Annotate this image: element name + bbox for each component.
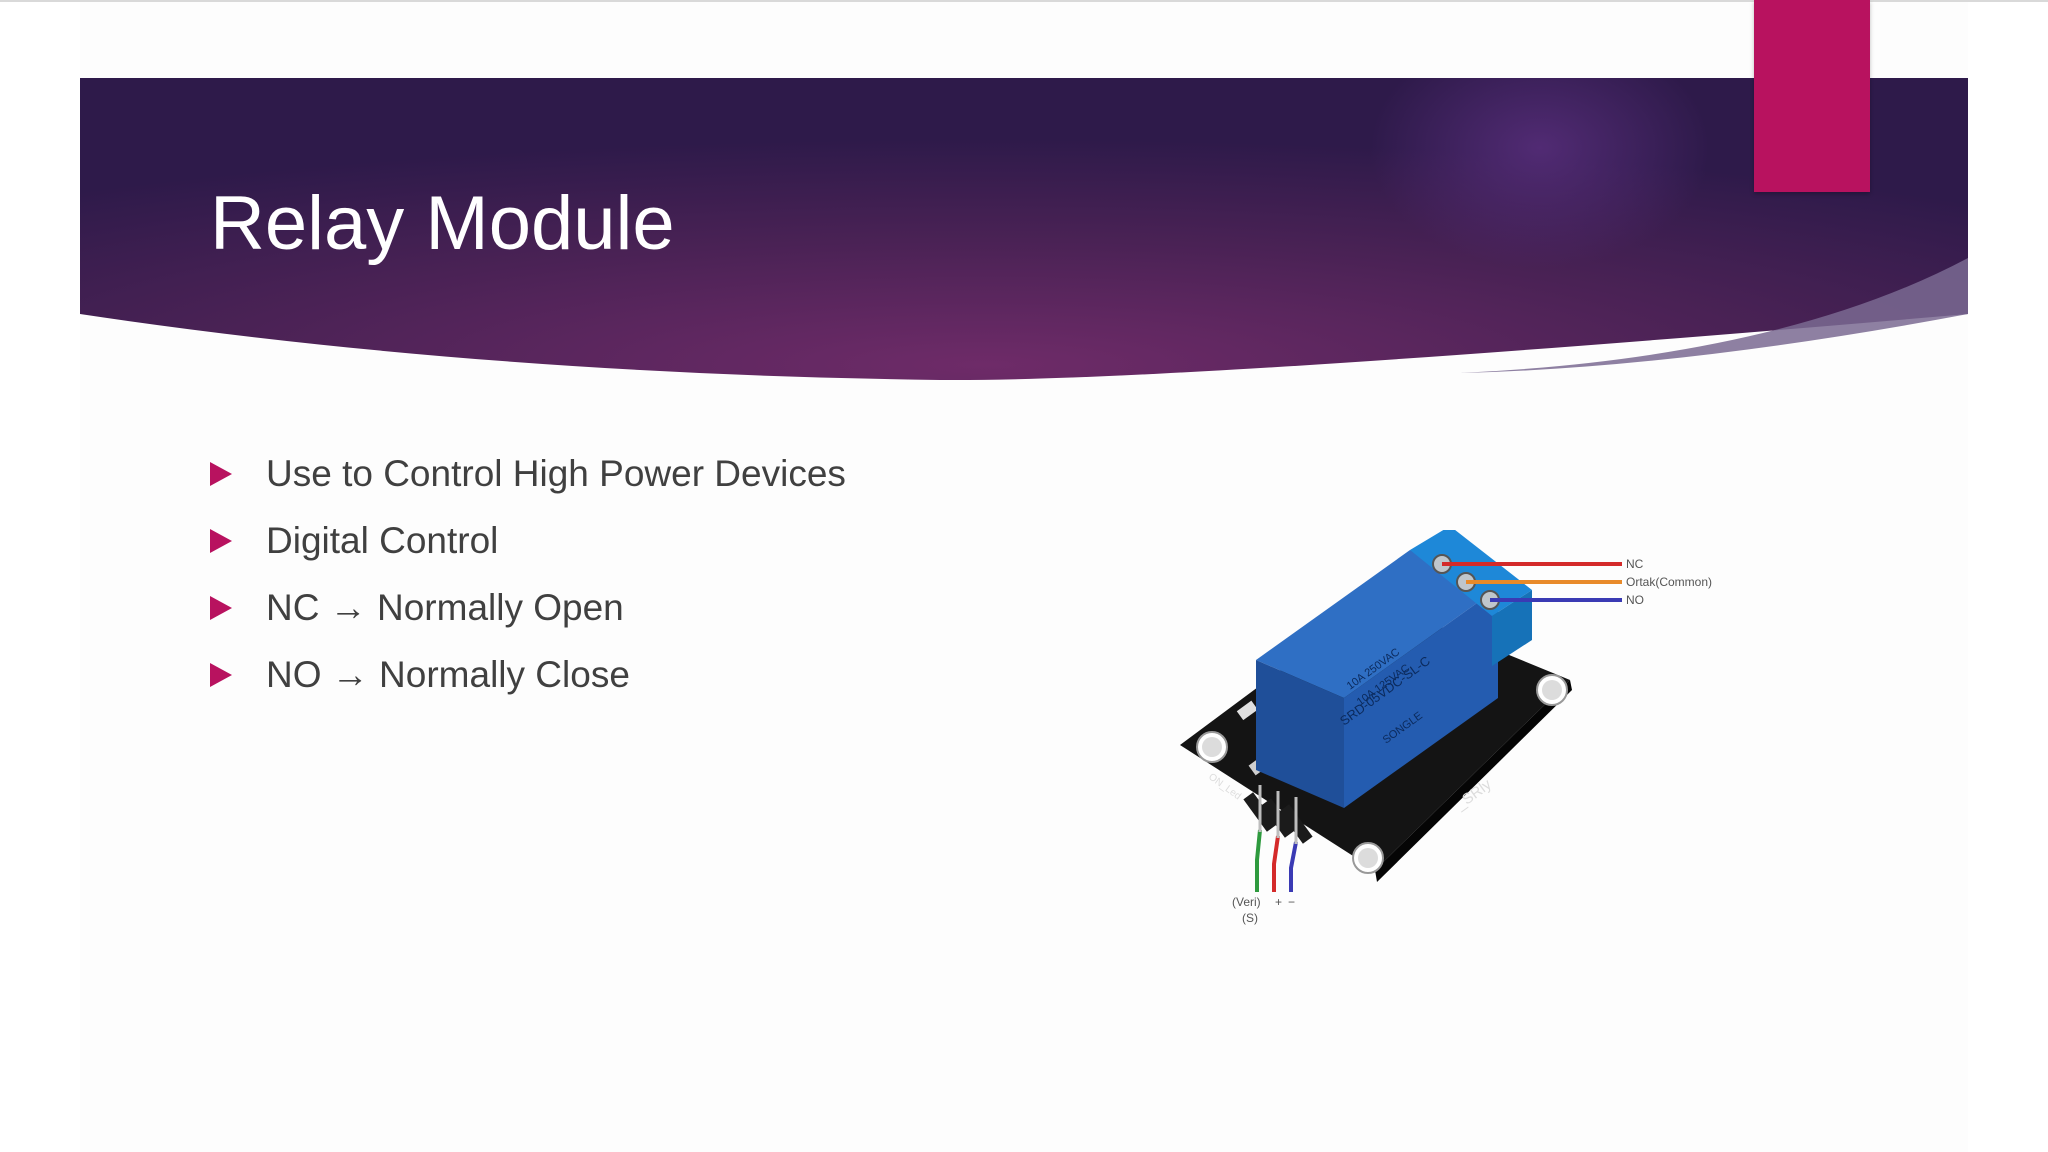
terminal-wires bbox=[1442, 562, 1622, 602]
bullet-text: NO → Normally Close bbox=[266, 653, 630, 695]
pin-label-signal: (Veri) bbox=[1232, 895, 1261, 909]
terminal-label-common: Ortak(Common) bbox=[1626, 575, 1712, 589]
terminal-label-nc: NC bbox=[1626, 557, 1644, 571]
accent-tab bbox=[1754, 0, 1870, 192]
triangle-bullet-icon bbox=[210, 662, 232, 687]
bullet-item: NC → Normally Open bbox=[210, 574, 846, 641]
pin-wires bbox=[1255, 829, 1298, 892]
triangle-bullet-icon bbox=[210, 595, 232, 620]
terminal-label-no: NO bbox=[1626, 593, 1644, 607]
bullet-text: NC → Normally Open bbox=[266, 586, 624, 628]
pin-label-plus: + bbox=[1275, 895, 1282, 909]
pin-label-s: (S) bbox=[1242, 911, 1258, 925]
top-divider bbox=[0, 0, 2048, 2]
bullet-item: Use to Control High Power Devices bbox=[210, 440, 846, 507]
bullet-item: NO → Normally Close bbox=[210, 641, 846, 708]
triangle-bullet-icon bbox=[210, 528, 232, 553]
triangle-bullet-icon bbox=[210, 461, 232, 486]
bullet-text: Digital Control bbox=[266, 519, 499, 561]
pin-label-minus: − bbox=[1288, 895, 1295, 909]
bullet-text: Use to Control High Power Devices bbox=[266, 452, 846, 494]
header-pins bbox=[1243, 785, 1313, 844]
led-icon bbox=[1236, 700, 1258, 721]
title-banner bbox=[80, 78, 1968, 382]
slide-title: Relay Module bbox=[210, 181, 675, 266]
relay-body: 10A 250VAC 10A 125VAC SRD-05VDC-SL-C SON… bbox=[1256, 550, 1498, 808]
bullet-list: Use to Control High Power Devices Digita… bbox=[210, 440, 846, 708]
relay-module-image: 10A 250VAC 10A 125VAC SRD-05VDC-SL-C SON… bbox=[1160, 526, 1740, 950]
bullet-item: Digital Control bbox=[210, 507, 846, 574]
